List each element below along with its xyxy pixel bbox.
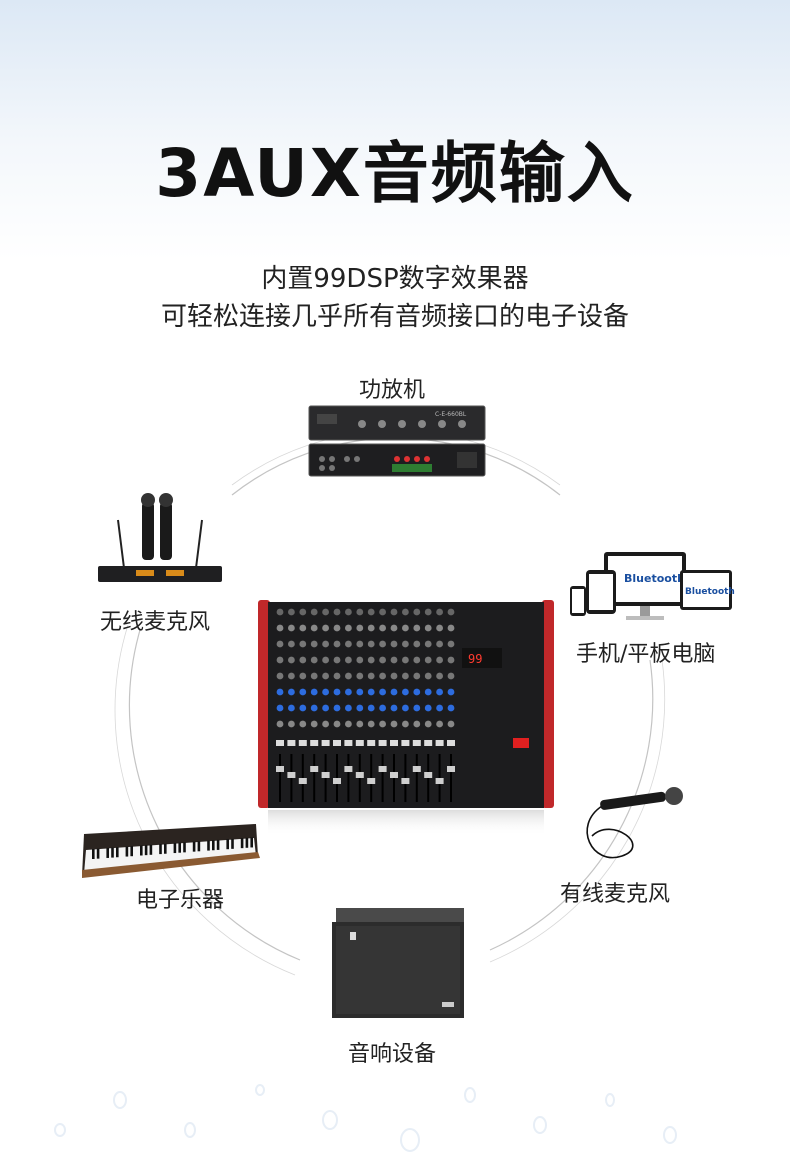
keyboard-black-key <box>197 841 201 852</box>
mixer-channel-strip <box>333 608 341 802</box>
keyboard-black-key <box>144 845 148 856</box>
wireless-mic-label: 无线麦克风 <box>100 610 211 635</box>
phone-tablet-pc-image: Bluetooth Bluetooth <box>570 552 735 620</box>
keyboard-black-key <box>111 847 114 858</box>
mixer-channel-strip <box>367 608 376 802</box>
keyboard-black-key <box>116 847 119 858</box>
mixer-channel-strip <box>412 608 421 802</box>
keyboard-black-key <box>159 844 162 855</box>
keyboard-black-key <box>250 837 253 848</box>
keyboard-black-key <box>207 840 210 851</box>
keyboard-black-key <box>226 839 229 850</box>
mixer-channel-strip <box>321 608 330 802</box>
amplifier-image: C-E-660BL <box>308 405 486 477</box>
keyboard-black-key <box>125 846 129 857</box>
keyboard-black-key <box>92 849 95 859</box>
keyboard-black-key <box>173 843 177 854</box>
amplifier-label: 功放机 <box>359 378 426 403</box>
mixer-channel-strip <box>378 608 387 802</box>
keyboard-black-key <box>216 839 220 850</box>
amp-model-text: C-E-660BL <box>435 411 467 418</box>
mixer-channel-strip <box>447 608 455 802</box>
mixer-mute-button <box>513 738 529 748</box>
keyboard-black-key <box>240 838 244 849</box>
keyboard-black-key <box>231 838 234 849</box>
keyboard-black-key <box>245 837 249 848</box>
water-droplets-decoration <box>54 1084 677 1152</box>
wireless-mic-image <box>98 493 222 582</box>
mixer-channel-strip <box>435 608 444 802</box>
phone-tablet-pc-label: 手机/平板电脑 <box>576 642 716 667</box>
keyboard-black-key <box>106 847 109 858</box>
mixer-channel-strip <box>355 608 364 802</box>
bluetooth-text-monitor: Bluetooth <box>624 572 685 585</box>
wired-mic-label: 有线麦克风 <box>560 882 671 907</box>
bluetooth-text-laptop: Bluetooth <box>685 587 735 597</box>
mixer-channel-strip <box>287 608 296 802</box>
keyboard-black-key <box>164 843 167 854</box>
mixer-channel-strip <box>310 608 319 802</box>
keyboard-image <box>82 824 260 878</box>
keyboard-black-key <box>130 846 133 857</box>
keyboard-black-key <box>212 840 215 851</box>
mixer-display-text: 99 <box>468 652 482 666</box>
mixer-channel-strip <box>390 608 398 802</box>
mixer-channel-strip <box>276 608 284 802</box>
keyboard-black-key <box>183 842 186 853</box>
mixer-image: 99 <box>258 600 554 836</box>
wired-mic-image <box>586 787 683 859</box>
keyboard-black-key <box>140 845 143 856</box>
keyboard-black-key <box>96 848 100 859</box>
mixer-channel-strip <box>298 608 307 802</box>
keyboard-label: 电子乐器 <box>136 888 225 913</box>
keyboard-black-key <box>192 841 196 852</box>
subtitle-line-2: 可轻松连接几乎所有音频接口的电子设备 <box>160 302 629 332</box>
keyboard-black-key <box>178 842 181 853</box>
speaker-label: 音响设备 <box>348 1042 437 1067</box>
page-title: 3AUX音频输入 <box>155 135 635 212</box>
speaker-image <box>332 908 464 1018</box>
subtitle-line-1: 内置99DSP数字效果器 <box>261 264 529 294</box>
mixer-channel-strip <box>344 608 353 802</box>
mixer-channel-strip <box>424 608 433 802</box>
mixer-channel-strip <box>401 608 410 802</box>
keyboard-black-key <box>149 844 153 855</box>
